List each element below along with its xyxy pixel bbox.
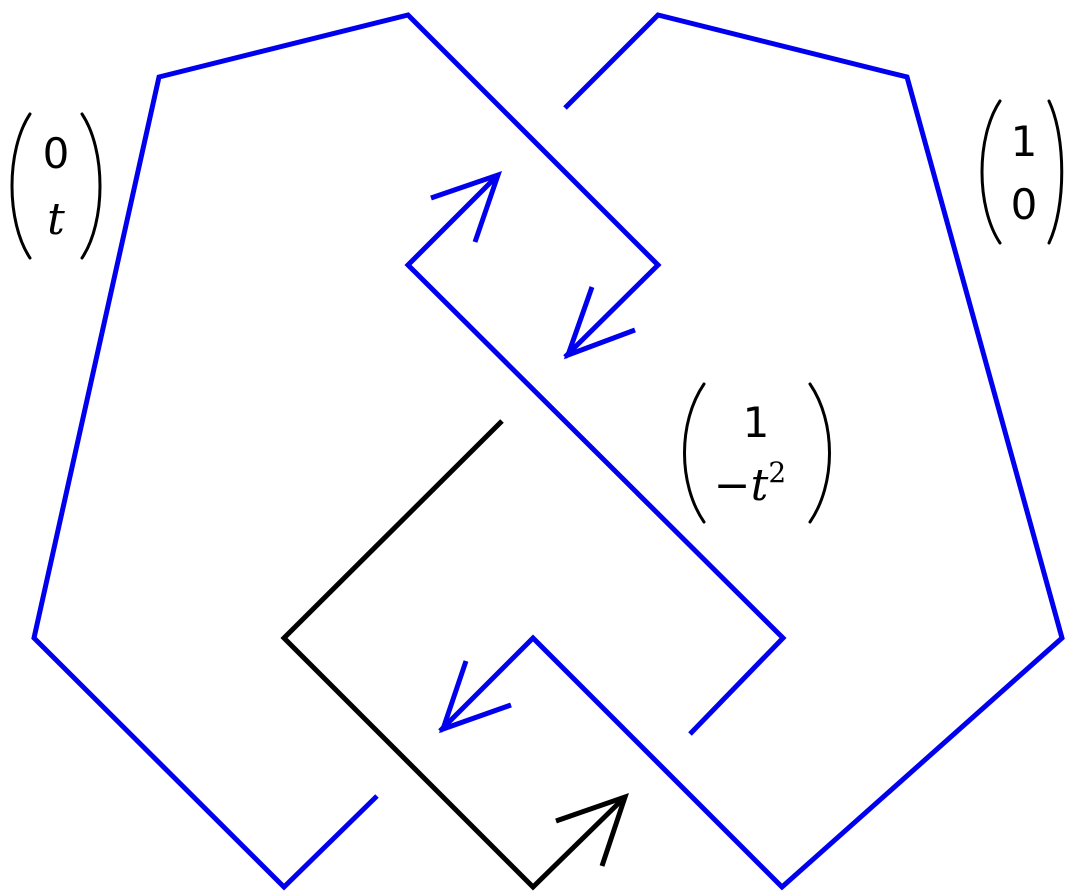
label-right-vector: 1 0 [980, 99, 1064, 245]
label-center-vector: 1 −t2 [683, 382, 831, 524]
blue-strand-center [404, 173, 787, 736]
blue-strand-outer [438, 12, 1065, 891]
right-paren [80, 112, 102, 260]
center-vector-bottom-base: −t [714, 460, 769, 511]
left-vector-top: 0 [43, 129, 70, 178]
left-paren [980, 99, 1002, 245]
blue-strand-left [31, 12, 662, 891]
left-paren [10, 112, 32, 260]
arrowhead-blue-lower [438, 660, 512, 734]
center-vector-bottom-exponent: 2 [768, 456, 786, 489]
right-paren [808, 382, 831, 524]
left-vector-bottom: t [47, 194, 65, 245]
right-paren [1047, 99, 1064, 245]
center-vector-top: 1 [743, 398, 770, 447]
left-paren [683, 382, 706, 524]
arrowhead-black [555, 792, 629, 867]
right-vector-top: 1 [1011, 117, 1038, 166]
center-vector-bottom: −t2 [714, 456, 786, 511]
arrowhead-blue-middle [563, 286, 636, 360]
arrowhead-blue-upper [430, 170, 503, 243]
black-strand [280, 419, 627, 891]
right-vector-bottom: 0 [1011, 180, 1038, 229]
label-left-vector: 0 t [10, 112, 102, 260]
